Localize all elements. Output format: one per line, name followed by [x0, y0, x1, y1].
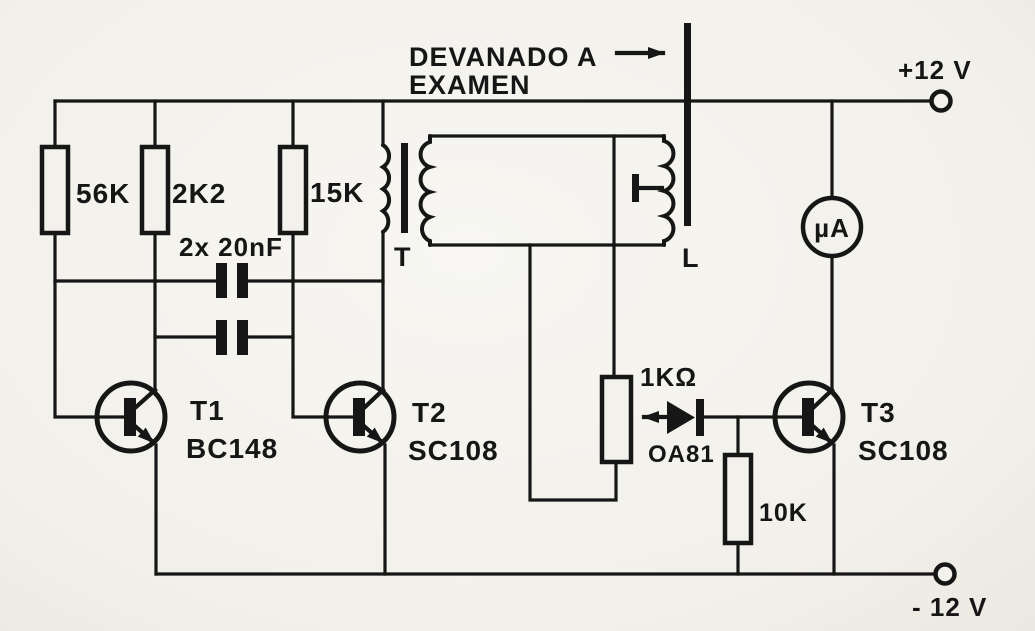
cap-plate	[237, 263, 248, 298]
wire-r1-to-t1-base	[53, 231, 126, 419]
transistor-collector	[362, 387, 386, 410]
transformer-t: T	[379, 134, 438, 272]
note-line1: DEVANADO A	[409, 42, 598, 72]
resistor-r4-10k: 10K	[722, 452, 808, 546]
transformer-secondary-coil	[418, 134, 438, 247]
transformer-core-bar	[401, 143, 408, 233]
wire-pot-to-loopbottom	[528, 243, 618, 502]
meter-label: µA	[814, 213, 850, 243]
coil-l-slug-bar	[632, 174, 639, 202]
coil-l-label: L	[682, 243, 700, 273]
minus12v-label: - 12 V	[912, 592, 987, 622]
transistor-circle	[94, 380, 168, 454]
pot-body	[599, 374, 634, 465]
transformer-primary-coil	[379, 143, 391, 234]
t1-id: T1	[190, 395, 225, 426]
diode-cathode-bar	[696, 399, 704, 436]
transformer-label: T	[394, 242, 412, 272]
capacitor-c1	[216, 263, 248, 298]
resistor-r1-label: 56K	[76, 178, 130, 209]
diode-label: OA81	[648, 441, 715, 468]
microammeter: µA	[800, 195, 864, 259]
capacitor-c2	[216, 320, 248, 355]
resistor-r2-label: 2K2	[172, 178, 226, 209]
transistor-emitter-arrow	[811, 424, 834, 445]
wire-r3-to-t2-base	[291, 231, 355, 419]
transistor-collector	[133, 387, 158, 410]
transistor-t3: T3 SC108	[772, 380, 949, 466]
transistor-circle	[772, 380, 846, 454]
t2-part: SC108	[408, 435, 499, 466]
resistor-r3-label: 15K	[310, 177, 364, 208]
t1-part: BC148	[186, 433, 278, 464]
resistor-body	[722, 452, 754, 546]
terminal-circle	[929, 89, 953, 113]
pot-label: 1KΩ	[640, 362, 697, 392]
transistor-t1: T1 BC148	[94, 380, 278, 464]
resistor-r4-label: 10K	[759, 499, 808, 527]
transistor-circle	[323, 380, 397, 454]
potentiometer-1k: 1KΩ	[599, 362, 697, 465]
terminal-circle	[933, 562, 957, 586]
transistor-base-bar	[802, 398, 814, 436]
resistor-r1-56k: 56K	[39, 144, 130, 236]
cap-plate	[216, 263, 227, 298]
coil-l-winding	[656, 134, 676, 247]
t3-id: T3	[861, 397, 896, 428]
cap-plate	[237, 320, 248, 355]
t2-id: T2	[412, 397, 447, 428]
resistor-r2-2k2: 2K2	[139, 144, 226, 236]
resistor-r3-15k: 15K	[277, 144, 364, 236]
meter-circle	[800, 195, 864, 259]
transistor-base-bar	[124, 398, 136, 436]
note-line2: EXAMEN	[409, 70, 531, 100]
plus12v-label: +12 V	[898, 55, 972, 85]
winding-under-test-bar	[684, 23, 691, 226]
resistor-body	[39, 144, 71, 236]
capacitors-label: 2x 20nF	[179, 232, 283, 262]
cap-plate	[216, 320, 227, 355]
terminal-plus12v: +12 V	[898, 55, 972, 113]
resistor-body	[139, 144, 171, 236]
winding-under-test: DEVANADO A EXAMEN	[409, 23, 691, 226]
resistor-body	[277, 144, 309, 236]
diode-oa81: OA81	[648, 399, 715, 468]
transistor-emitter-arrow	[133, 424, 156, 445]
transistor-base-bar	[353, 398, 365, 436]
transistor-emitter-arrow	[362, 424, 385, 445]
transistor-t2: T2 SC108	[323, 380, 499, 466]
transistor-collector	[811, 387, 835, 410]
t3-part: SC108	[858, 435, 949, 466]
terminal-minus12v: - 12 V	[912, 562, 987, 622]
pickup-coil-l: L	[632, 134, 700, 273]
wires	[53, 99, 937, 576]
diode-anode-triangle	[667, 401, 695, 434]
